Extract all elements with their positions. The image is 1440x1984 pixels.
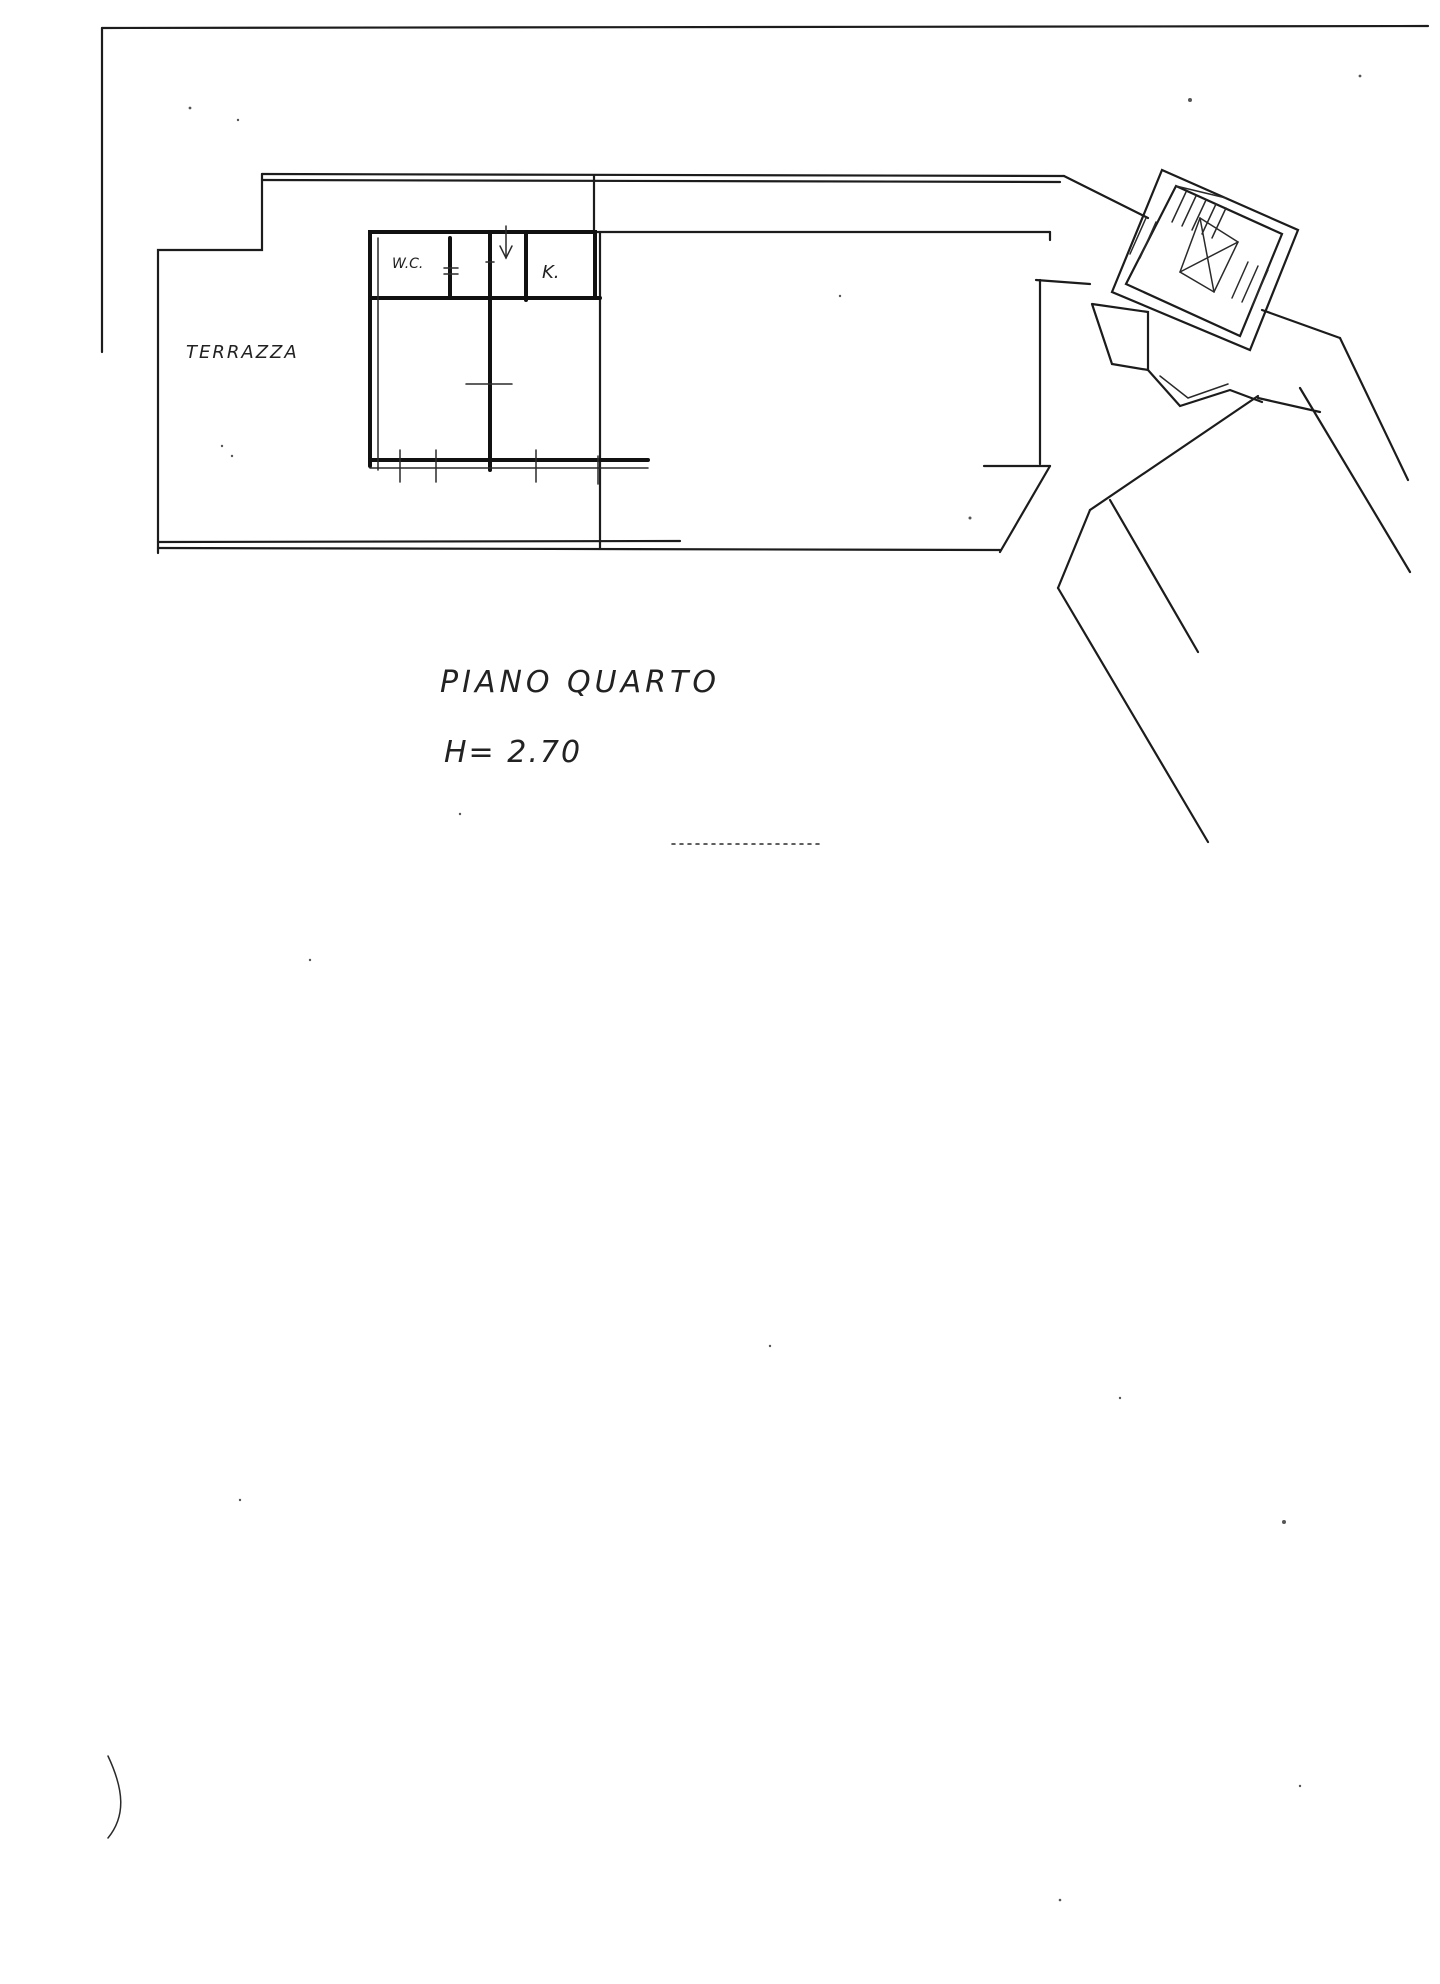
floor-height: H= 2.70 (444, 735, 582, 770)
terrace-label: TERRAZZA (186, 342, 299, 363)
floor-title: PIANO QUARTO (440, 665, 720, 700)
kitchen-label: K. (542, 262, 560, 283)
wc-label: W.C. (392, 256, 423, 272)
apartment-block (592, 174, 1092, 554)
terrace-outline (156, 172, 1150, 555)
site-boundary (100, 24, 1430, 354)
adjacent-building (1056, 308, 1412, 844)
service-rooms (368, 225, 650, 485)
paper-specks (188, 74, 1362, 1902)
staircase (1090, 168, 1300, 408)
paper-mark (107, 1755, 122, 1839)
